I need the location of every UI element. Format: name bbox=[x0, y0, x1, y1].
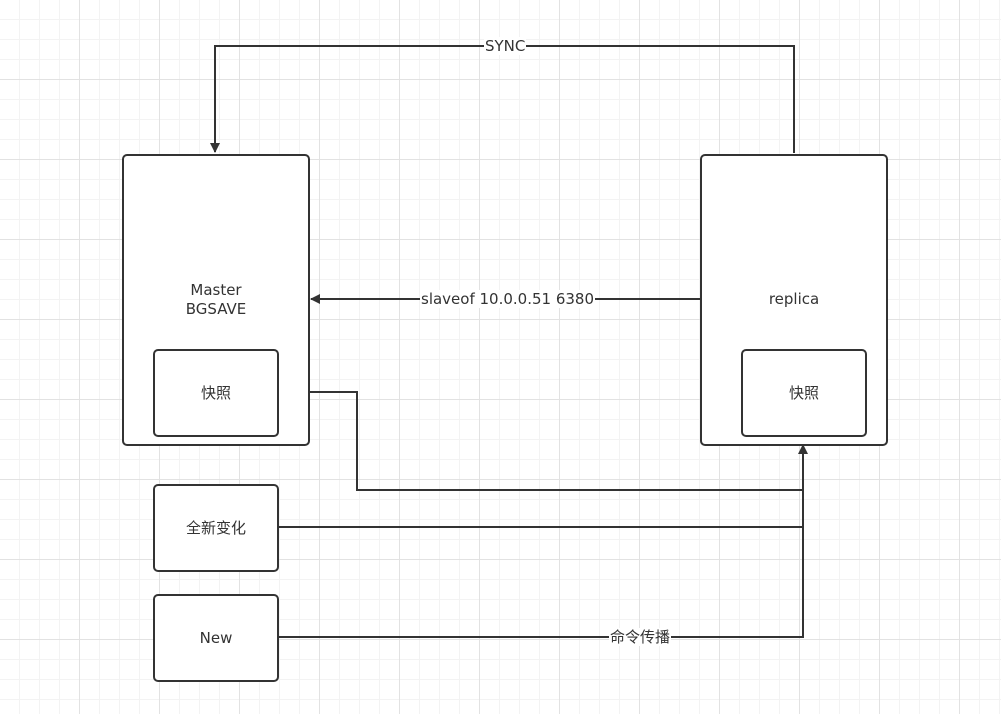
master-label: Master BGSAVE bbox=[185, 281, 247, 318]
replica-label: replica bbox=[768, 290, 820, 308]
new-node: New bbox=[153, 594, 279, 682]
replica-snapshot-node: 快照 bbox=[741, 349, 867, 437]
edge-propagation bbox=[279, 490, 804, 638]
edge-snapshot-transfer bbox=[279, 391, 808, 491]
edge-label-propagation: 命令传播 bbox=[609, 628, 672, 646]
edge-sync bbox=[210, 45, 795, 153]
master-snapshot-node: 快照 bbox=[153, 349, 279, 437]
full-change-node: 全新变化 bbox=[153, 484, 279, 572]
edge-label-sync: SYNC bbox=[484, 37, 527, 55]
edge-label-slaveof: slaveof 10.0.0.51 6380 bbox=[420, 290, 596, 308]
